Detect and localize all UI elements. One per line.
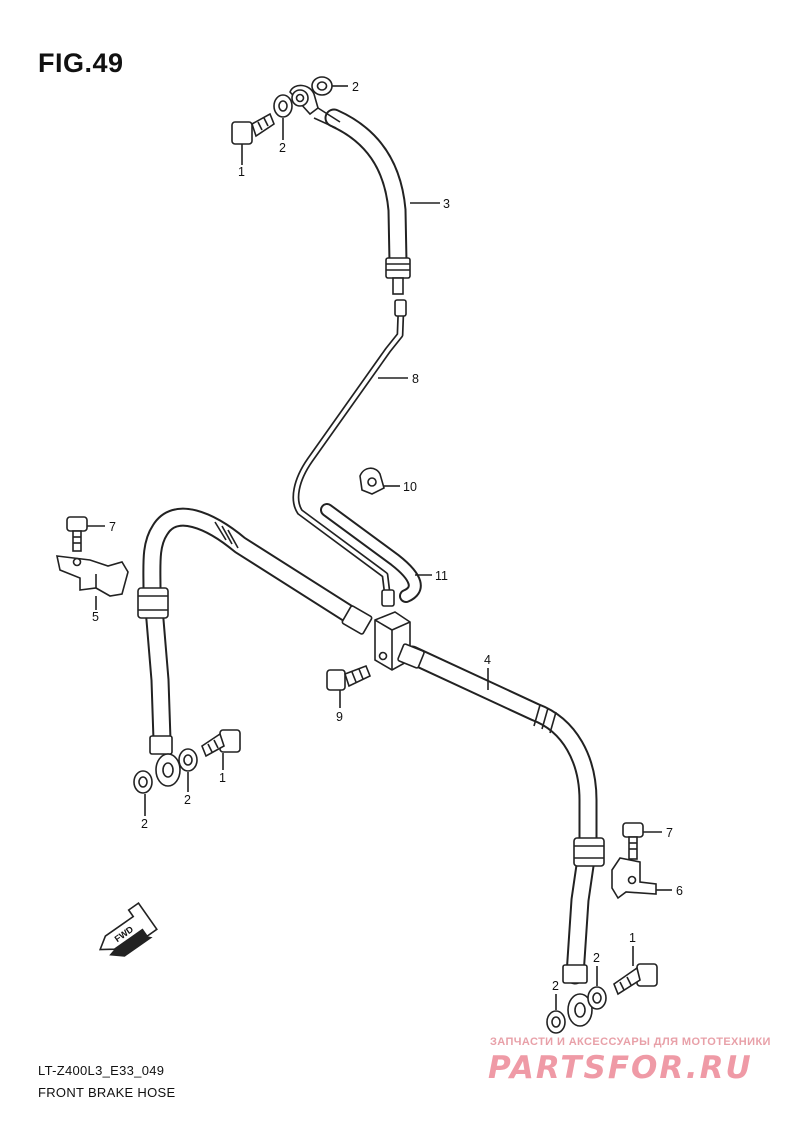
callout-1: 1 — [629, 931, 636, 945]
upper-brake-hose — [289, 84, 411, 295]
callout-10: 10 — [403, 480, 417, 494]
watermark-tagline: ЗАПЧАСТИ И АКСЕССУАРЫ ДЛЯ МОТОТЕХНИКИ — [490, 1036, 771, 1048]
callout-2: 2 — [279, 141, 286, 155]
bracket-right — [611, 857, 657, 900]
fwd-arrow-icon: FWD — [98, 902, 158, 957]
callout-5: 5 — [92, 610, 99, 624]
callout-2: 2 — [141, 817, 148, 831]
union-bolt-right — [613, 963, 658, 996]
left-brake-hose — [137, 507, 365, 787]
callout-8: 8 — [412, 372, 419, 386]
callout-2: 2 — [184, 793, 191, 807]
junction-bolt — [326, 664, 372, 691]
washer-top-right — [311, 76, 333, 96]
callout-1: 1 — [238, 165, 245, 179]
washer-left-outer — [133, 770, 153, 794]
watermark-logo: PARTSFOR.RU — [488, 1050, 753, 1086]
callout-6: 6 — [676, 884, 683, 898]
callout-11: 11 — [435, 569, 448, 583]
right-brake-hose — [397, 643, 605, 1027]
callout-7: 7 — [109, 520, 116, 534]
callout-2: 2 — [352, 80, 359, 94]
bolt-left-bracket — [66, 516, 88, 552]
callout-4: 4 — [484, 653, 491, 667]
callout-7: 7 — [666, 826, 673, 840]
hose-clamp — [359, 467, 385, 495]
bolt-right-bracket — [622, 822, 644, 860]
figure-code: LT-Z400L3_E33_049 — [38, 1063, 165, 1078]
callout-2: 2 — [552, 979, 559, 993]
callout-9: 9 — [336, 710, 343, 724]
leader-lines — [87, 85, 672, 1010]
brake-pipe — [292, 299, 407, 607]
bracket-left — [55, 555, 129, 597]
hose-protector — [320, 503, 422, 603]
washer-right-outer — [546, 1010, 566, 1034]
callout-1: 1 — [219, 771, 226, 785]
figure-title: FIG.49 — [38, 48, 124, 78]
callout-2: 2 — [593, 951, 600, 965]
figure-name: FRONT BRAKE HOSE — [38, 1085, 176, 1100]
washer-top-left — [273, 94, 293, 118]
washer-left-inner — [178, 748, 198, 772]
union-bolt-left — [201, 729, 241, 758]
callout-labels: 1 2 2 3 8 10 11 7 5 4 9 1 2 2 7 6 1 2 2 — [92, 80, 683, 993]
callout-3: 3 — [443, 197, 450, 211]
union-bolt-top — [231, 112, 275, 145]
washer-right-inner — [587, 986, 607, 1010]
